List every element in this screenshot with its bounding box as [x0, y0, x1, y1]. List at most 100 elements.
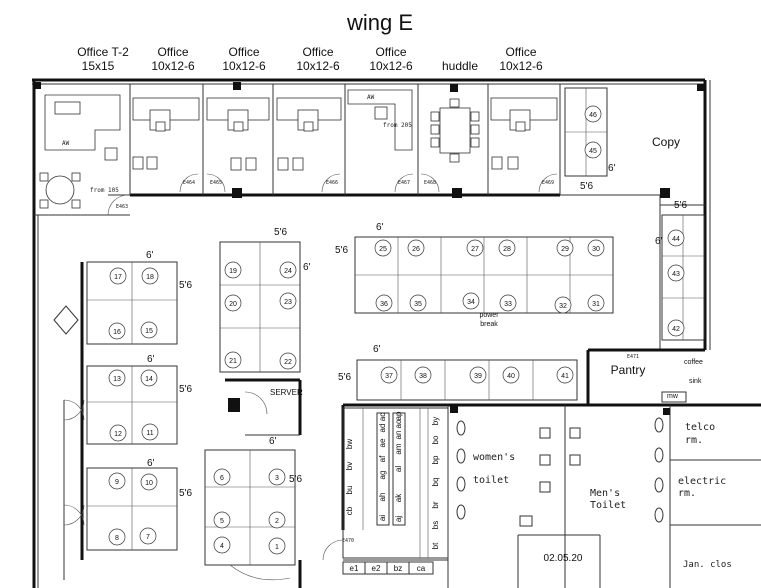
storage-e1: e1 [350, 564, 359, 573]
workstation-cluster-left-c: 9 8 10 7 6' 5'6 [86, 458, 192, 551]
storage-col-1: bw bv bu cb [345, 439, 354, 516]
workstation-cluster-left-b: 13 12 14 11 6' 5'6 [86, 354, 192, 445]
door-tag-e463: E463 [116, 204, 128, 210]
seat-29 [556, 239, 574, 257]
seat-label-28: 28 [503, 246, 511, 253]
structural-columns [34, 82, 704, 415]
seat-44 [667, 229, 685, 247]
server-room: SERVER [244, 388, 303, 415]
seat-21 [224, 351, 242, 369]
power-break-label-2: break [480, 321, 498, 328]
room-size-office-4: 10x12-6 [369, 59, 413, 73]
seat-label-22: 22 [284, 359, 292, 366]
dim-6-r: 6' [655, 236, 663, 247]
seat-label-21: 21 [229, 358, 237, 365]
aw-label-right: AW [367, 94, 375, 101]
office-t2-furniture: AW from 105 E463 [39, 94, 128, 216]
seat-13 [108, 369, 126, 387]
seat-label-39: 39 [474, 373, 482, 380]
workstation-cluster-right: 44 43 42 5'6 6' [655, 200, 705, 341]
dim-6-la: 6' [146, 250, 154, 261]
storage-bq: bq [431, 478, 440, 487]
seat-label-44: 44 [672, 236, 680, 243]
dim-6-ur: 6' [608, 163, 616, 174]
storage-ad: ad [378, 424, 387, 433]
seat-27 [466, 239, 484, 257]
seat-2 [268, 511, 286, 529]
storage-col-2: ai ah ag af ae ad ac [376, 412, 390, 526]
storage-af: af [378, 455, 387, 462]
seat-45 [584, 141, 602, 159]
seat-42 [667, 319, 685, 337]
storage-e2: e2 [372, 564, 381, 573]
storage-br: br [431, 501, 440, 508]
seat-label-41: 41 [561, 373, 569, 380]
seat-label-7: 7 [146, 534, 150, 541]
storage-ah: ah [378, 493, 387, 502]
seat-8 [108, 528, 126, 546]
seat-label-20: 20 [229, 301, 237, 308]
seat-18 [141, 267, 159, 285]
top-room-labels: Office T-2 15x15 Office 10x12-6 Office 1… [77, 45, 543, 73]
room-label-office-t2: Office T-2 [77, 45, 129, 59]
room-label-office-2: Office [228, 45, 259, 59]
dim-6-lc: 6' [147, 458, 155, 469]
seat-label-2: 2 [275, 518, 279, 525]
seat-25 [374, 239, 392, 257]
room-label-copy: Copy [652, 135, 680, 149]
seat-4 [213, 536, 231, 554]
seat-label-17: 17 [114, 274, 122, 281]
dim-6-lb: 6' [147, 354, 155, 365]
seat-label-34: 34 [467, 299, 475, 306]
womens-wc-fixtures [456, 420, 551, 527]
seat-5 [213, 511, 231, 529]
storage-ai: ai [378, 515, 387, 521]
center-bottom-seats: 36 35 34 33 32 31 [375, 292, 605, 314]
dim-56-la: 5'6 [179, 280, 192, 291]
seat-9 [108, 472, 126, 490]
plan-date: 02.05.20 [544, 553, 583, 564]
seat-label-6: 6 [220, 475, 224, 482]
storage-cb: cb [345, 506, 354, 515]
room-label-server: SERVER [270, 388, 303, 397]
seat-28 [498, 239, 516, 257]
seat-20 [224, 294, 242, 312]
seat-33 [499, 294, 517, 312]
seat-6 [213, 468, 231, 486]
storage-an: an [394, 431, 403, 440]
seat-23 [279, 292, 297, 310]
storage-ao: ao [394, 419, 403, 428]
utility-rooms: telco rm. electric rm. Jan. clos [678, 422, 732, 570]
seat-label-32: 32 [559, 303, 567, 310]
seat-10 [140, 473, 158, 491]
seat-36 [375, 294, 393, 312]
dim-56-lb: 5'6 [179, 384, 192, 395]
seat-label-8: 8 [115, 535, 119, 542]
storage-ae: ae [378, 438, 387, 447]
aw-label-left: AW [62, 140, 70, 147]
seat-label-26: 26 [412, 246, 420, 253]
mw-label: mw [667, 393, 679, 400]
coffee-label: coffee [684, 359, 703, 366]
storage-ag: ag [378, 471, 387, 480]
sink-label: sink [689, 378, 702, 385]
storage-bo: bo [431, 435, 440, 444]
storage-col-5: by bo bp bq br bs bt [431, 417, 440, 550]
door-tag-e467: E467 [398, 180, 410, 186]
dim-56-r: 5'6 [674, 200, 687, 211]
room-label-huddle: huddle [442, 59, 478, 73]
door-tag-e470: E470 [342, 538, 354, 544]
workstation-cluster-center-lower: 37 38 39 40 41 6' 5'6 [338, 344, 578, 401]
seat-label-35: 35 [414, 301, 422, 308]
workstation-cluster-mid: 19 20 21 24 23 22 5'6 6' [219, 227, 311, 373]
seat-1 [268, 537, 286, 555]
workstation-cluster-bottom: 6 5 4 3 2 1 6' 5'6 [204, 436, 302, 581]
seat-label-1: 1 [275, 544, 279, 551]
storage-aj: aj [394, 516, 403, 522]
workstation-cluster-center: 25 26 27 28 29 30 36 35 34 33 32 31 po [335, 222, 614, 328]
womens-toilet: women's toilet [456, 420, 551, 527]
seat-label-33: 33 [504, 301, 512, 308]
seat-label-12: 12 [114, 431, 122, 438]
seat-label-31: 31 [592, 301, 600, 308]
pantry: Pantry E471 coffee sink mw [611, 354, 703, 403]
